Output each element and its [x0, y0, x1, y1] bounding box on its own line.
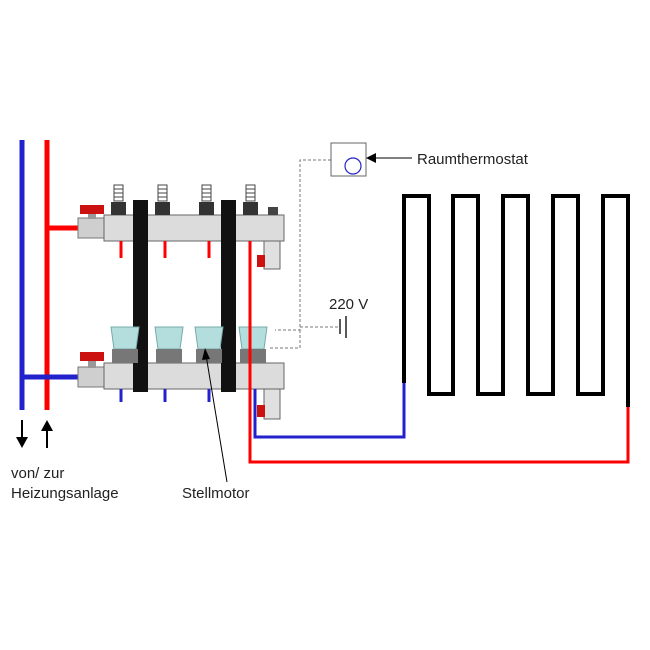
capacitor-symbol-icon [339, 316, 347, 338]
thermostat-icon [330, 142, 367, 177]
actuator [110, 326, 140, 363]
return-ball-valve [77, 352, 105, 388]
actuator [194, 326, 224, 363]
supply-manifold-bar [103, 214, 285, 242]
power-wire [268, 330, 301, 349]
supply-end-fitting [257, 240, 281, 270]
heating-loop-path [402, 194, 630, 407]
actuator-pointer-line [205, 354, 228, 483]
voltage-label: 220 V [329, 296, 368, 313]
actuator-label: Stellmotor [182, 485, 250, 502]
actuator [238, 326, 268, 363]
thermostat-label: Raumthermostat [417, 151, 529, 168]
circuit-return-pipe [253, 383, 406, 439]
supply-label-line2: Heizungsanlage [11, 485, 119, 502]
supply-ball-valve [77, 205, 105, 239]
actuator-pointer-arrow [202, 348, 210, 360]
flow-meter [243, 184, 258, 215]
supply-label-line1: von/ zur [11, 465, 64, 482]
flow-meter [155, 184, 170, 215]
circuit-supply-pipe [248, 241, 630, 464]
arrow-down-icon [16, 420, 28, 448]
return-end-fitting [257, 388, 281, 420]
flow-meter [111, 184, 126, 215]
actuator [154, 326, 184, 363]
thermostat-wire [275, 159, 331, 331]
return-manifold-bar [103, 362, 285, 390]
manifold-bracket-left [133, 200, 148, 392]
top-end-fitting [268, 207, 278, 215]
manifold-bracket-right [221, 200, 236, 392]
thermostat-pointer-arrow [366, 153, 412, 163]
flow-meter [199, 184, 214, 215]
arrow-up-icon [41, 420, 53, 448]
